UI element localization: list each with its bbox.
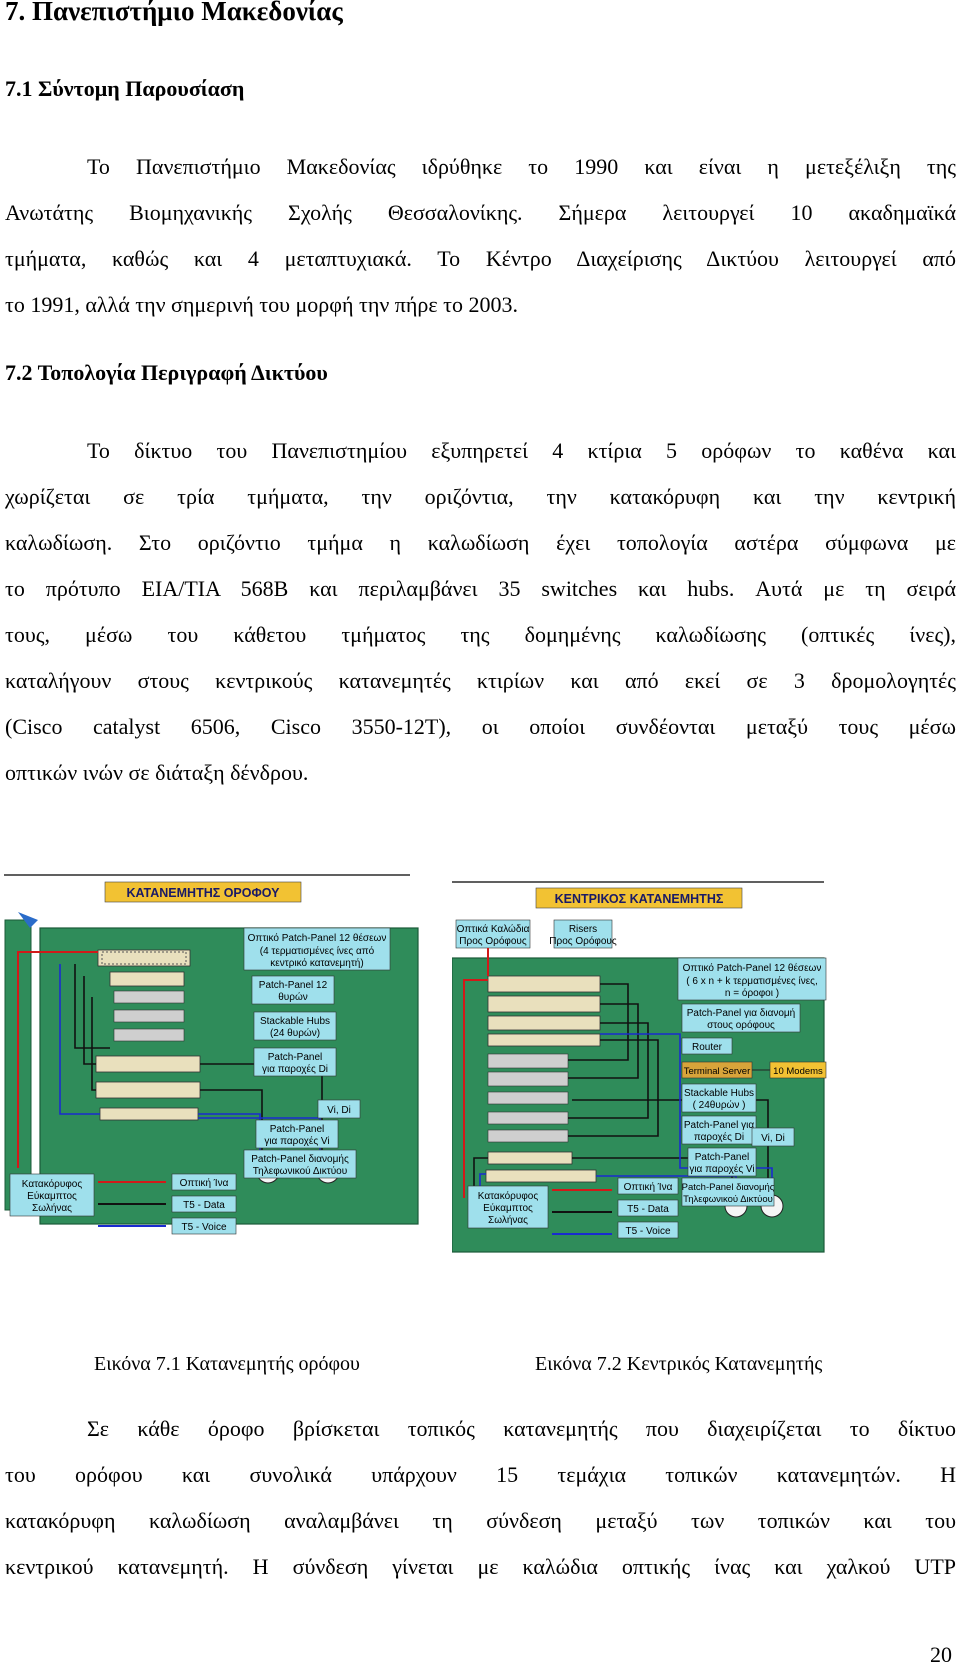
label-patch-di-line: για παροχές Di	[262, 1063, 328, 1075]
legend-data: T5 - Data	[627, 1204, 669, 1215]
label-router: Router	[692, 1042, 723, 1053]
paragraph-line: του ορόφου και συνολικά υπάρχουν 15 τεμά…	[5, 1462, 956, 1487]
page-number: 20	[930, 1642, 952, 1667]
paragraph-line: το 1991, αλλά την σημερινή του μορφή την…	[5, 292, 518, 317]
label-risers-line: Risers	[569, 924, 597, 935]
label-stackable-line: (24 θυρών)	[270, 1027, 320, 1039]
paragraph-line: χωρίζεται σε τρία τμήματα, την οριζόντια…	[5, 484, 956, 509]
paragraph-line: κατακόρυφη καλωδίωση αναλαμβάνει τη σύνδ…	[5, 1508, 956, 1533]
label-patch12-line: Patch-Panel 12	[259, 980, 328, 991]
label-optical-patch-line: Οπτικό Patch-Panel 12 θέσεων	[683, 962, 822, 974]
paragraph-line: καλωδίωση. Στο οριζόντιο τμήμα η καλωδίω…	[5, 530, 956, 555]
label-stackable-line: Stackable Hubs	[260, 1016, 330, 1027]
label-patch-phone-line: Τηλεφωνικού Δικτύου	[683, 1194, 773, 1205]
label-patch-vi-line: Patch-Panel	[695, 1152, 749, 1163]
paragraph-line: το πρότυπο EIA/TIA 568B και περιλαμβάνει…	[5, 576, 956, 601]
label-vertical-line: Εύκαμπτος	[483, 1202, 533, 1214]
figure-title: ΚΕΝΤΡΙΚΟΣ ΚΑΤΑΝΕΜΗΤΗΣ	[555, 892, 724, 906]
label-vertical-line: Σωλήνας	[32, 1202, 72, 1214]
figure-caption-7-1: Εικόνα 7.1 Κατανεμητής ορόφου	[94, 1353, 360, 1375]
label-vertical-line: Εύκαμπτος	[27, 1190, 77, 1202]
label-optical-cables-line: Προς Ορόφους	[459, 935, 527, 947]
paragraph-line: Το Πανεπιστήμιο Μακεδονίας ιδρύθηκε το 1…	[87, 154, 956, 179]
label-patch-phone-line: Patch-Panel διανομής	[682, 1182, 775, 1193]
label-optical-patch-line: κεντρικό κατανεμητή)	[270, 957, 363, 969]
label-risers-line: Προς Ορόφους	[549, 935, 617, 947]
paragraph-line: οπτικών ινών σε διάταξη δένδρου.	[5, 760, 309, 785]
paragraph-line: τμήματα, καθώς και 4 μεταπτυχιακά. Το Κέ…	[5, 246, 956, 271]
figure-title: ΚΑΤΑΝΕΜΗΤΗΣ ΟΡΟΦΟΥ	[127, 886, 281, 900]
paragraph-line: Το δίκτυο του Πανεπιστημίου εξυπηρετεί 4…	[87, 438, 956, 463]
label-patch12-line: θυρών	[278, 991, 308, 1003]
label-vertical-line: Κατακόρυφος	[478, 1190, 539, 1202]
paragraph-line: τους, μέσω του κάθετου τμήματος της δομη…	[5, 622, 956, 647]
figure-central-distributor: ΚΕΝΤΡΙΚΟΣ ΚΑΤΑΝΕΜΗΤΗΣ Οπτικά Καλώδια Προ…	[452, 881, 827, 1253]
section-7-2-paragraph: Το δίκτυο του Πανεπιστημίου εξυπηρετεί 4…	[5, 428, 956, 796]
legend-voice: T5 - Voice	[181, 1222, 226, 1233]
page-heading: 7. Πανεπιστήμιο Μακεδονίας	[5, 0, 343, 26]
label-patch-vi-line: για παροχές Vi	[689, 1163, 754, 1175]
legend-voice: T5 - Voice	[625, 1226, 670, 1237]
figure-caption-7-2: Εικόνα 7.2 Κεντρικός Κατανεμητής	[535, 1353, 823, 1375]
legend-fiber: Οπτική Ίνα	[624, 1181, 673, 1193]
label-modems: 10 Modems	[773, 1066, 823, 1077]
paragraph-line: κεντρικού κατανεμητή. Η σύνδεση γίνεται …	[5, 1554, 956, 1579]
paragraph-line: (Cisco catalyst 6506, Cisco 3550-12T), ο…	[5, 714, 956, 739]
section-title-7-1: 7.1 Σύντομη Παρουσίαση	[5, 76, 245, 101]
label-patch-di-line: Patch-Panel για	[684, 1120, 754, 1131]
label-patch-vi-line: Patch-Panel	[270, 1124, 324, 1135]
section-title-7-2: 7.2 Τοπολογία Περιγραφή Δικτύου	[5, 360, 328, 385]
figure-floor-distributor: ΚΑΤΑΝΕΜΗΤΗΣ ΟΡΟΦΟΥ Οπτικό Patch-Panel 12…	[4, 874, 419, 1235]
label-optical-cables-line: Οπτικά Καλώδια	[457, 923, 530, 935]
label-patch-phone-line: Patch-Panel διανομής	[251, 1153, 349, 1165]
paragraph-line: Σε κάθε όροφο βρίσκεται τοπικός κατανεμη…	[87, 1416, 956, 1441]
label-stackable-line: ( 24θυρών )	[693, 1099, 746, 1111]
paragraph-line: καταλήγουν στους κεντρικούς κατανεμητές …	[5, 668, 956, 693]
label-optical-patch-line: n = όροφοι )	[725, 987, 779, 999]
label-patch-floors-line: στους ορόφους	[707, 1019, 775, 1031]
label-vi-di: Vi, Di	[761, 1133, 785, 1144]
label-patch-di-line: παροχές Di	[694, 1131, 744, 1143]
label-vertical-line: Κατακόρυφος	[22, 1178, 83, 1190]
label-optical-patch-line: Οπτικό Patch-Panel 12 θέσεων	[248, 932, 387, 944]
label-patch-phone-line: Τηλεφωνικού Δικτύου	[253, 1165, 347, 1177]
label-patch-floors-line: Patch-Panel για διανομή	[687, 1007, 796, 1019]
legend-data: T5 - Data	[183, 1200, 225, 1211]
label-vi-di: Vi, Di	[327, 1105, 351, 1116]
section-3-paragraph: Σε κάθε όροφο βρίσκεται τοπικός κατανεμη…	[5, 1406, 956, 1590]
label-terminal-server: Terminal Server	[684, 1066, 751, 1077]
label-patch-vi-line: για παροχές Vi	[264, 1135, 329, 1147]
label-optical-patch-line: (4 τερματισμένες ίνες από	[260, 945, 375, 957]
paragraph-line: Ανωτάτης Βιομηχανικής Σχολής Θεσσαλονίκη…	[5, 200, 956, 225]
label-patch-di-line: Patch-Panel	[268, 1052, 322, 1063]
section-7-1-paragraph: Το Πανεπιστήμιο Μακεδονίας ιδρύθηκε το 1…	[5, 144, 956, 328]
label-vertical-line: Σωλήνας	[488, 1214, 528, 1226]
label-stackable-line: Stackable Hubs	[684, 1088, 754, 1099]
label-optical-patch-line: ( 6 x n + k τερματισμένες ίνες,	[686, 975, 818, 987]
legend-fiber: Οπτική Ίνα	[180, 1177, 229, 1189]
